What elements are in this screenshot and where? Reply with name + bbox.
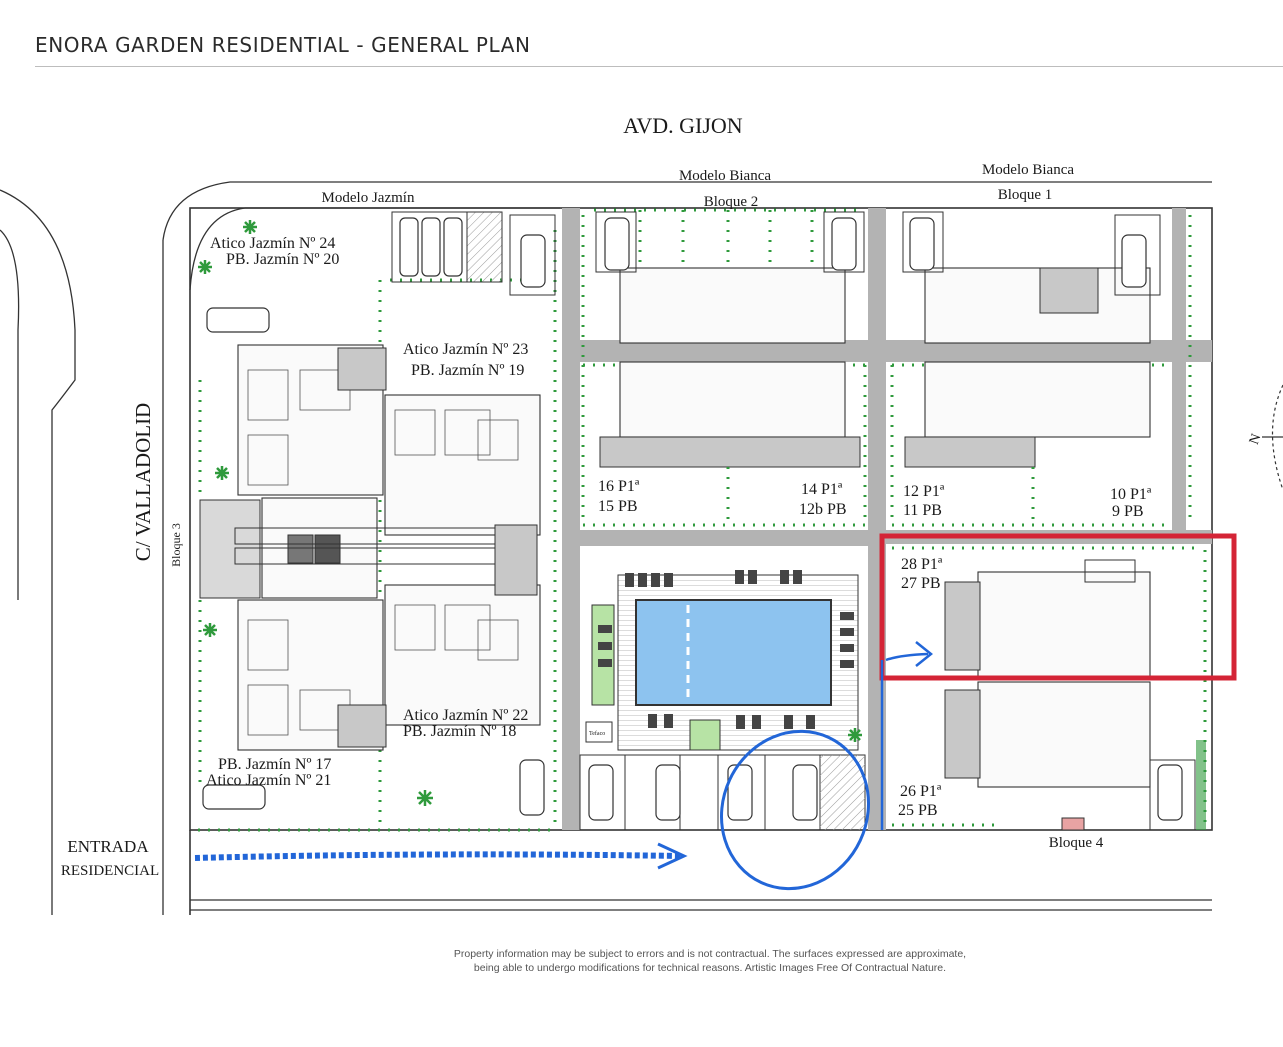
parking-circle-annotation xyxy=(720,729,870,891)
block4-arrow xyxy=(885,652,929,662)
street-curve-left xyxy=(0,229,20,600)
disclaimer-line2: being able to undergo modifications for … xyxy=(473,962,947,974)
street-label-left: C/ VALLADOLID xyxy=(131,403,155,561)
unit-label-12b: 12b PB xyxy=(799,501,847,518)
unit-label-27: 27 PB xyxy=(901,575,941,592)
entrance-label-line1: ENTRADA xyxy=(67,837,149,856)
pool-room-label: Tefaco xyxy=(589,730,605,737)
unit-label-14: 14 P1ª xyxy=(801,481,843,498)
unit-label-17: PB. Jazmín Nº 17 xyxy=(218,756,331,773)
bianca-block2-buildings xyxy=(619,267,846,438)
entrance-label-line2: RESIDENCIAL xyxy=(61,863,159,879)
unit-label-9: 9 PB xyxy=(1112,503,1144,520)
unit-label-15: 15 PB xyxy=(598,498,638,515)
unit-label-18: PB. Jazmín Nº 18 xyxy=(403,723,516,740)
bloque4-label: Bloque 4 xyxy=(1049,835,1104,851)
unit-label-19: PB. Jazmín Nº 19 xyxy=(411,362,524,379)
entrance-arrow xyxy=(194,851,681,861)
highlighted-units-box xyxy=(879,533,1237,681)
jazmin-model-label: Modelo Jazmín xyxy=(322,190,415,206)
unit-label-24: Atico Jazmín Nº 24 xyxy=(210,235,335,252)
pool xyxy=(635,599,832,706)
bloque3-label: Bloque 3 xyxy=(169,523,183,567)
unit-label-26: 26 P1ª xyxy=(900,783,942,800)
bloque2-label: Bloque 2 xyxy=(704,194,759,210)
unit-label-16: 16 P1ª xyxy=(598,478,640,495)
unit-label-10: 10 P1ª xyxy=(1110,486,1152,503)
unit-label-11: 11 PB xyxy=(903,502,942,519)
unit-label-25: 25 PB xyxy=(898,802,938,819)
unit-label-22: Atico Jazmín Nº 22 xyxy=(403,707,528,724)
car-icons xyxy=(202,217,1183,821)
unit-label-21: Atico Jazmín Nº 21 xyxy=(206,772,331,789)
bianca-model-label-1: Modelo Bianca xyxy=(982,162,1074,178)
lounger-icons xyxy=(598,570,854,729)
unit-label-28: 28 P1ª xyxy=(901,556,943,573)
compass-rose: N xyxy=(1247,384,1283,491)
unit-label-12: 12 P1ª xyxy=(903,483,945,500)
unit-label-23: Atico Jazmín Nº 23 xyxy=(403,341,528,358)
title-divider xyxy=(35,66,1283,67)
palm-icons xyxy=(198,220,862,806)
bianca-model-label-2: Modelo Bianca xyxy=(679,168,771,184)
unit-label-20: PB. Jazmín Nº 20 xyxy=(226,251,339,268)
bianca-block1-buildings xyxy=(924,267,1151,438)
street-curve-outer xyxy=(0,189,76,915)
bloque1-label: Bloque 1 xyxy=(998,187,1053,203)
page-title: ENORA GARDEN RESIDENTIAL - GENERAL PLAN xyxy=(35,33,531,57)
compass-north-label: N xyxy=(1247,432,1265,447)
street-label-top: AVD. GIJON xyxy=(623,113,742,138)
block4-buildings xyxy=(977,571,1151,788)
disclaimer-line1: Property information may be subject to e… xyxy=(453,948,967,960)
